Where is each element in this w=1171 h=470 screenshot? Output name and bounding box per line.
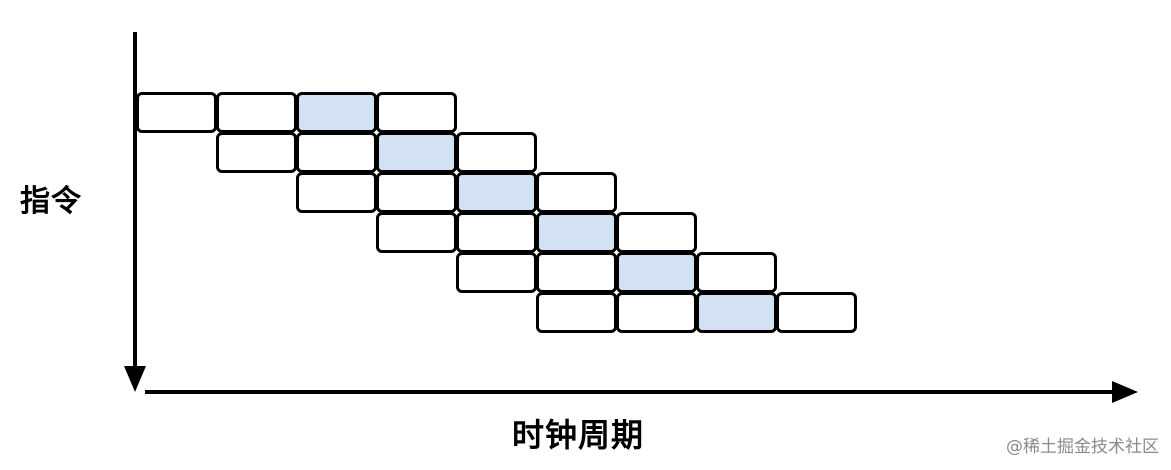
watermark: @稀土掘金技术社区 bbox=[1006, 437, 1159, 457]
pipeline-stage-box bbox=[696, 292, 777, 333]
x-axis-label: 时钟周期 bbox=[512, 416, 645, 454]
pipeline-stage-box bbox=[776, 292, 857, 333]
pipeline-stage-box bbox=[376, 172, 457, 213]
pipeline-stage-box bbox=[696, 252, 777, 293]
pipeline-stage-box bbox=[456, 132, 537, 173]
pipeline-stage-box bbox=[376, 92, 457, 133]
pipeline-stage-box bbox=[296, 92, 377, 133]
pipeline-stage-box bbox=[536, 212, 617, 253]
pipeline-stage-box bbox=[616, 252, 697, 293]
pipeline-stage-box bbox=[536, 252, 617, 293]
y-axis-arrow bbox=[124, 32, 146, 392]
pipeline-stage-box bbox=[616, 292, 697, 333]
pipeline-stage-box bbox=[456, 212, 537, 253]
pipeline-stage-box bbox=[536, 292, 617, 333]
pipeline-stage-box bbox=[376, 212, 457, 253]
pipeline-stage-box bbox=[536, 172, 617, 213]
pipeline-stage-box bbox=[456, 252, 537, 293]
pipeline-stage-box bbox=[136, 92, 217, 133]
pipeline-stage-box bbox=[376, 132, 457, 173]
x-axis-arrow bbox=[145, 381, 1138, 403]
pipeline-stage-box bbox=[296, 172, 377, 213]
pipeline-stage-box bbox=[616, 212, 697, 253]
pipeline-stage-box bbox=[296, 132, 377, 173]
pipeline-stage-box bbox=[456, 172, 537, 213]
pipeline-stage-box bbox=[216, 92, 297, 133]
pipeline-stage-box bbox=[216, 132, 297, 173]
y-axis-label: 指令 bbox=[20, 184, 82, 219]
